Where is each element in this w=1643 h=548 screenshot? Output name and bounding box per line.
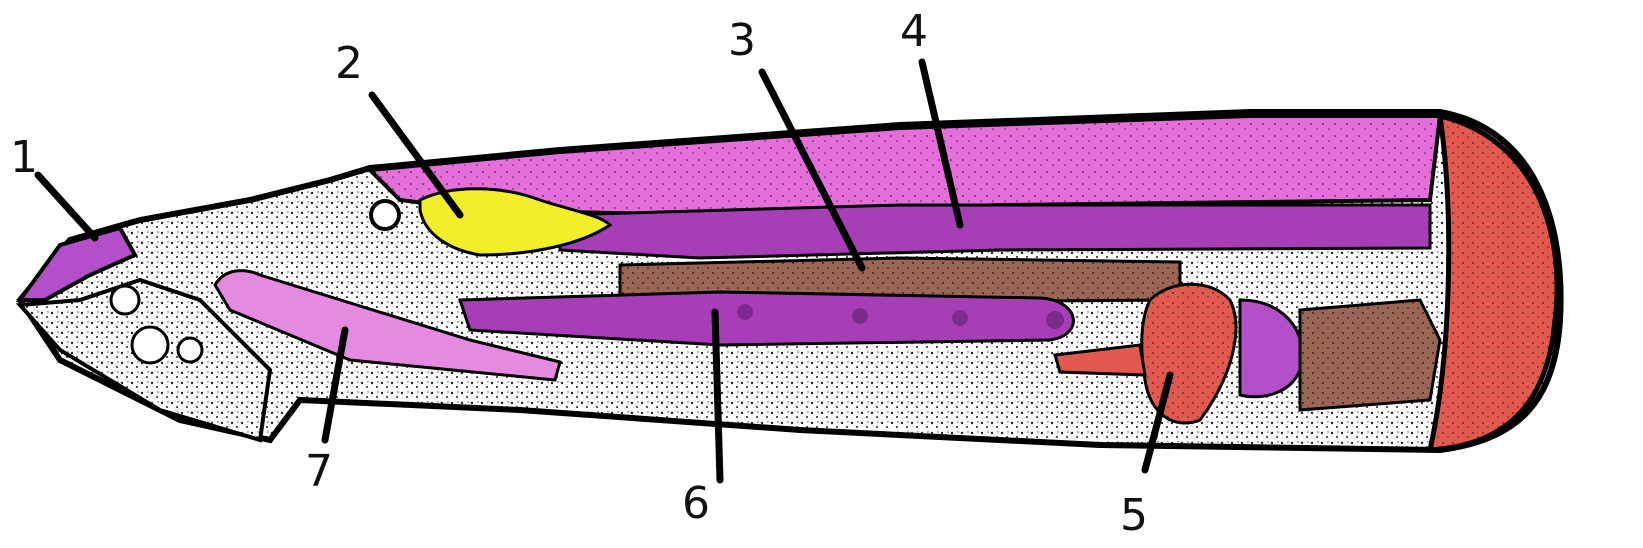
label-1: 1: [10, 132, 38, 183]
label-7: 7: [305, 446, 333, 497]
leader-line-1: [38, 175, 95, 238]
label-3: 3: [728, 15, 756, 66]
nerve-cord: [560, 205, 1430, 258]
label-5: 5: [1120, 490, 1148, 541]
oral-detail: [178, 338, 202, 362]
label-4: 4: [900, 6, 928, 57]
posterior-mass: [1300, 300, 1440, 410]
label-6: 6: [682, 478, 710, 529]
eye-spot: [371, 201, 399, 229]
pharynx-dot: [737, 304, 753, 320]
leader-line-6: [715, 312, 720, 480]
oral-detail: [111, 286, 139, 314]
pharynx-dot: [852, 308, 868, 324]
label-2: 2: [335, 38, 363, 89]
oral-detail: [132, 327, 168, 363]
pharynx-dot: [1046, 311, 1064, 329]
pharynx-dot: [952, 310, 968, 326]
